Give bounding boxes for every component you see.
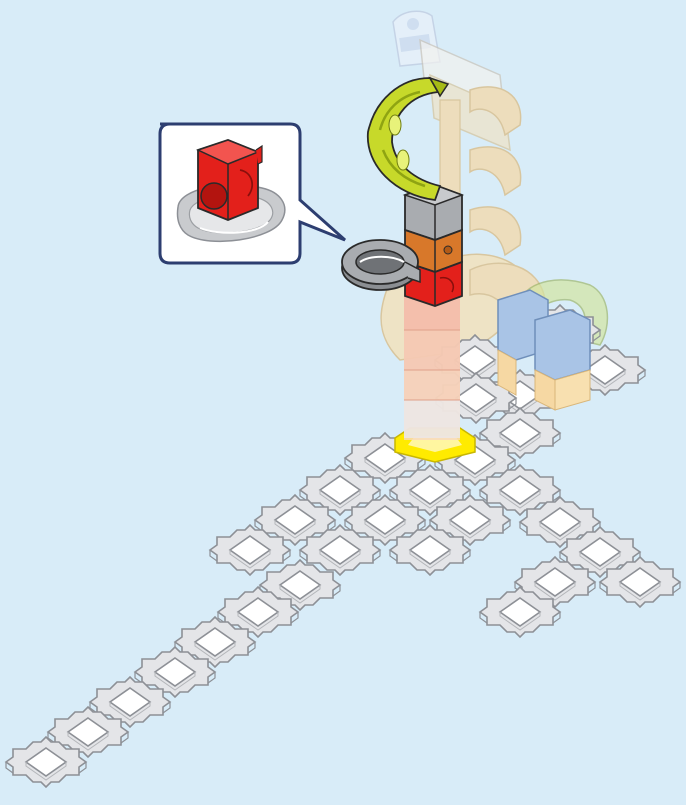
ghost-tower-column bbox=[404, 290, 460, 440]
callout-red-block-icon bbox=[198, 140, 262, 220]
gray-funnel-ring bbox=[342, 240, 420, 290]
